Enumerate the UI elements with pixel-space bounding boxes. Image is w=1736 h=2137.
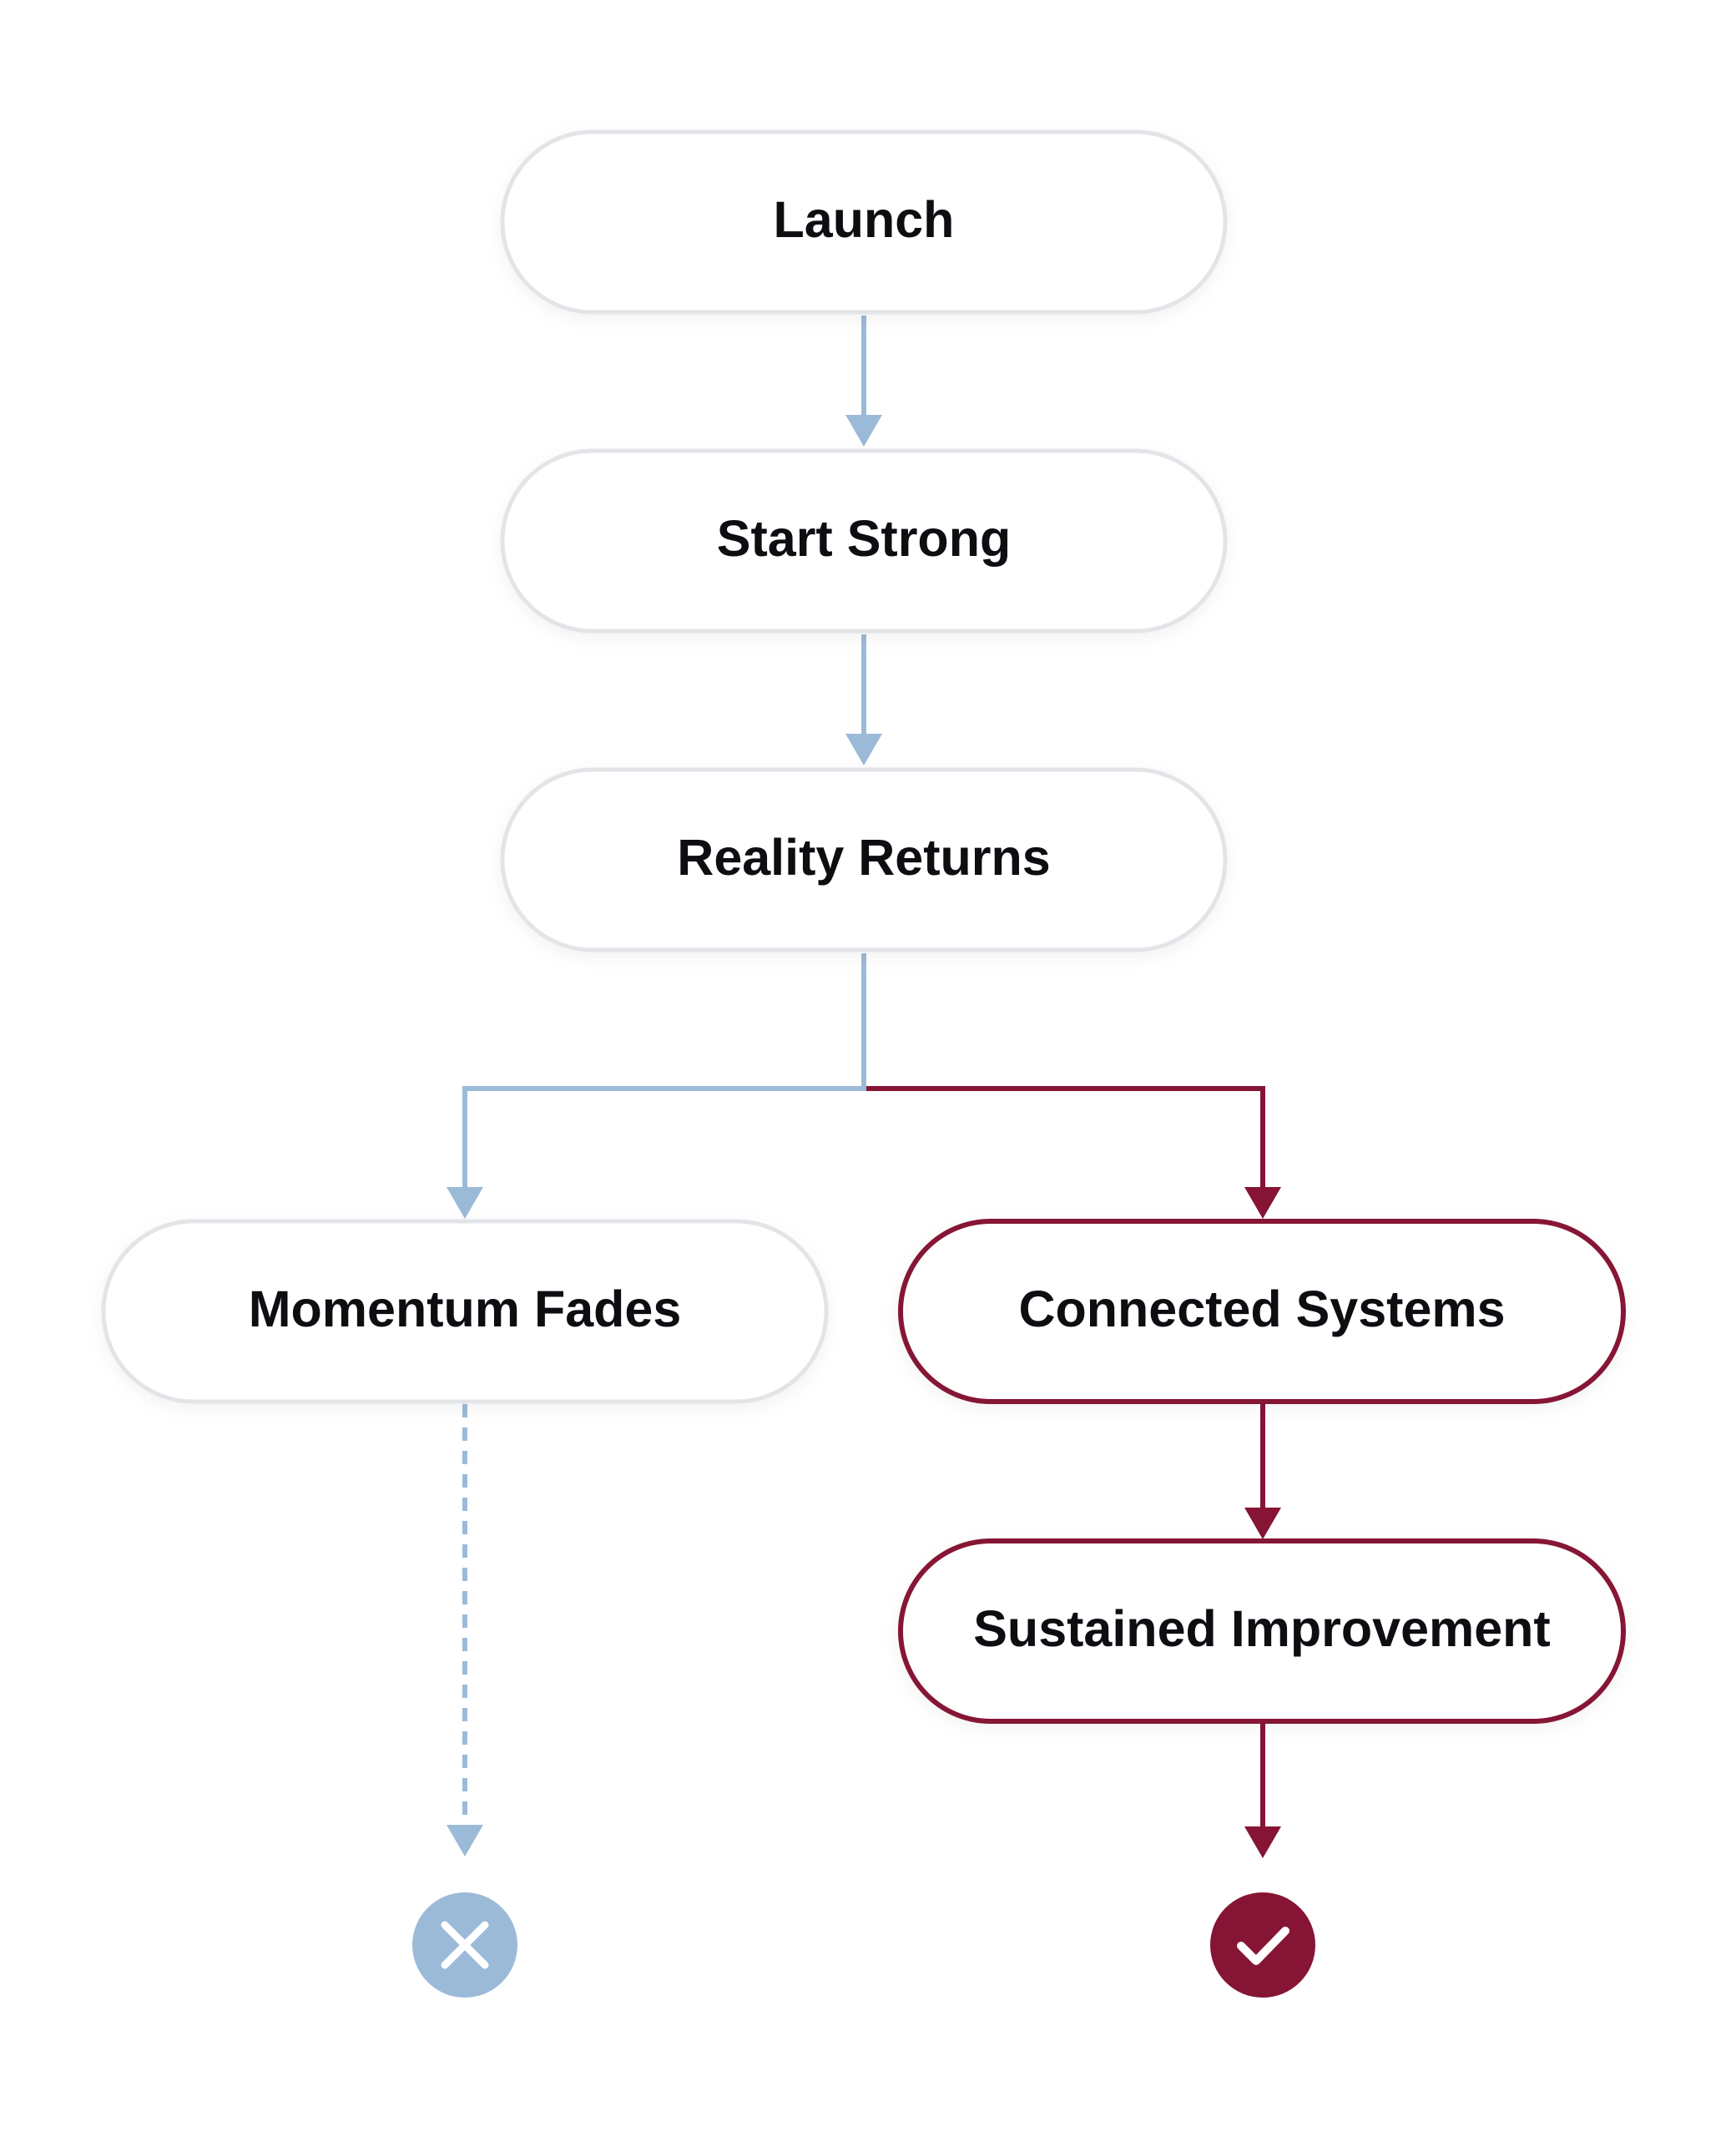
node-connected-systems: Connected Systems [898, 1219, 1626, 1404]
node-sustained-improvement-label: Sustained Improvement [973, 1600, 1551, 1657]
node-sustained-improvement: Sustained Improvement [898, 1538, 1626, 1724]
node-reality-returns: Reality Returns [500, 767, 1228, 952]
arrowhead [1244, 1187, 1281, 1219]
connector-momentum-fades-to-failure [447, 1404, 483, 1857]
node-momentum-fades: Momentum Fades [101, 1219, 829, 1404]
failure-x-icon [412, 1892, 517, 1998]
arrowhead [1244, 1508, 1281, 1539]
connector-sustained-improvement-to-success [1244, 1723, 1281, 1858]
node-launch: Launch [500, 129, 1228, 315]
connector-start-strong-to-reality-returns [845, 634, 882, 765]
node-connected-systems-label: Connected Systems [1018, 1281, 1505, 1337]
connector-launch-to-start-strong [845, 316, 882, 447]
connector-connected-systems-to-sustained-improvement [1244, 1404, 1281, 1539]
arrowhead [1244, 1826, 1281, 1858]
node-start-strong-label: Start Strong [717, 510, 1011, 567]
success-check-icon [1210, 1892, 1315, 1998]
node-launch-label: Launch [774, 191, 955, 248]
arrowhead [447, 1187, 483, 1219]
arrowhead [447, 1825, 483, 1857]
connector-reality-returns-to-connected-systems [866, 1086, 1281, 1219]
arrowhead [845, 734, 882, 765]
node-reality-returns-label: Reality Returns [677, 829, 1050, 886]
connector-reality-returns-to-momentum-fades [447, 953, 866, 1219]
node-start-strong: Start Strong [500, 448, 1228, 634]
arrowhead [845, 415, 882, 447]
node-momentum-fades-label: Momentum Fades [249, 1281, 682, 1337]
